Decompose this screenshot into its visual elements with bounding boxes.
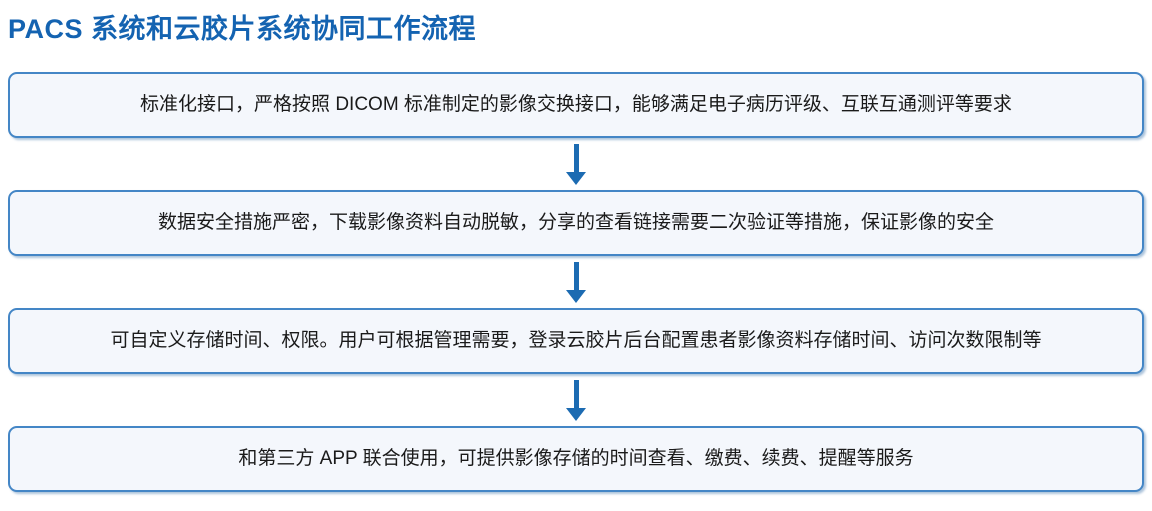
flow-step-1-label: 标准化接口，严格按照 DICOM 标准制定的影像交换接口，能够满足电子病历评级、… xyxy=(140,94,1012,115)
flow-step-2: 数据安全措施严密，下载影像资料自动脱敏，分享的查看链接需要二次验证等措施，保证影… xyxy=(8,190,1144,256)
page-title: PACS 系统和云胶片系统协同工作流程 xyxy=(8,14,477,44)
arrow-shaft xyxy=(573,261,579,290)
arrow-head xyxy=(566,289,586,303)
arrow-head xyxy=(566,171,586,185)
workflow-diagram: 标准化接口，严格按照 DICOM 标准制定的影像交换接口，能够满足电子病历评级、… xyxy=(8,72,1144,492)
arrow-head xyxy=(566,407,586,421)
flow-step-3-label: 可自定义存储时间、权限。用户可根据管理需要，登录云胶片后台配置患者影像资料存储时… xyxy=(110,330,1042,351)
flow-step-4: 和第三方 APP 联合使用，可提供影像存储的时间查看、缴费、续费、提醒等服务 xyxy=(8,426,1144,492)
flow-step-1: 标准化接口，严格按照 DICOM 标准制定的影像交换接口，能够满足电子病历评级、… xyxy=(8,72,1144,138)
flow-step-2-label: 数据安全措施严密，下载影像资料自动脱敏，分享的查看链接需要二次验证等措施，保证影… xyxy=(157,212,994,233)
flow-step-4-label: 和第三方 APP 联合使用，可提供影像存储的时间查看、缴费、续费、提醒等服务 xyxy=(238,448,914,469)
arrow-shaft xyxy=(573,143,579,172)
down-arrow-icon xyxy=(8,374,1144,426)
flow-step-3: 可自定义存储时间、权限。用户可根据管理需要，登录云胶片后台配置患者影像资料存储时… xyxy=(8,308,1144,374)
arrow-shaft xyxy=(573,379,579,408)
down-arrow-icon xyxy=(8,138,1144,190)
down-arrow-icon xyxy=(8,256,1144,308)
